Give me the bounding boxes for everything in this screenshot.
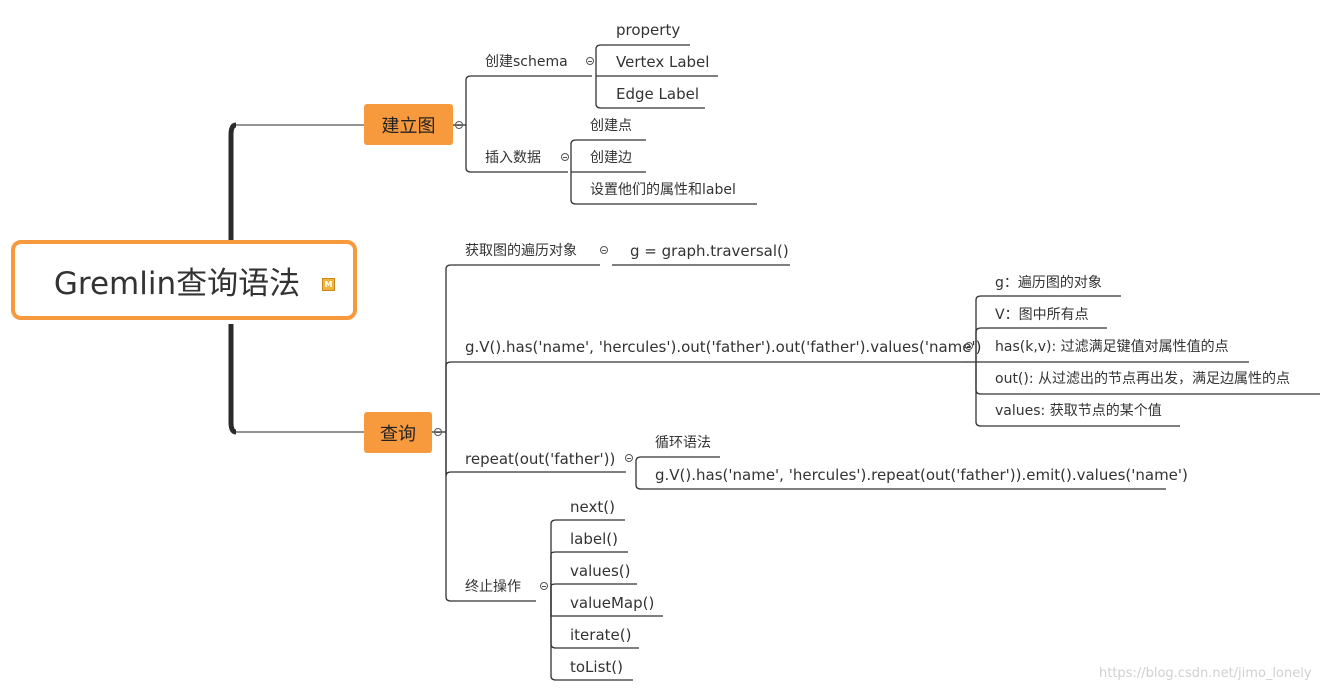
traversal-code[interactable]: g = graph.traversal() — [630, 242, 789, 260]
query-label: 查询 — [380, 423, 416, 445]
terminal-item-values[interactable]: values() — [570, 562, 631, 580]
watermark: https://blog.csdn.net/jimo_lonely — [1099, 666, 1312, 681]
example-query-collapse-icon[interactable] — [965, 342, 973, 350]
root-node[interactable]: Gremlin查询语法 M — [11, 240, 357, 320]
terminal-item-next[interactable]: next() — [570, 498, 615, 516]
terminal-item-iterate[interactable]: iterate() — [570, 626, 632, 644]
insert-item-create-vertex[interactable]: 创建点 — [590, 118, 632, 134]
terminal-ops-node[interactable]: 终止操作 — [465, 579, 521, 595]
example-item-has[interactable]: has(k,v): 过滤满足键值对属性值的点 — [995, 339, 1229, 355]
insert-data-collapse-icon[interactable] — [561, 153, 569, 161]
terminal-ops-collapse-icon[interactable] — [540, 582, 548, 590]
terminal-item-valuemap[interactable]: valueMap() — [570, 594, 655, 612]
insert-data-node[interactable]: 插入数据 — [485, 150, 541, 166]
query-node[interactable]: 查询 — [364, 412, 432, 453]
build-graph-node[interactable]: 建立图 — [364, 104, 453, 145]
example-query-node[interactable]: g.V().has('name', 'hercules').out('fathe… — [465, 338, 982, 356]
example-item-v[interactable]: V：图中所有点 — [995, 307, 1089, 323]
terminal-item-label[interactable]: label() — [570, 530, 618, 548]
query-collapse-icon[interactable] — [434, 428, 442, 436]
build-graph-label: 建立图 — [381, 115, 436, 137]
schema-item-vertex-label[interactable]: Vertex Label — [616, 53, 710, 71]
insert-item-create-edge[interactable]: 创建边 — [590, 150, 632, 166]
create-schema-node[interactable]: 创建schema — [485, 54, 568, 70]
get-traversal-collapse-icon[interactable] — [600, 246, 608, 254]
insert-item-set-properties[interactable]: 设置他们的属性和label — [590, 182, 736, 198]
schema-item-property[interactable]: property — [616, 21, 681, 39]
repeat-item-example[interactable]: g.V().has('name', 'hercules').repeat(out… — [655, 466, 1188, 484]
create-schema-collapse-icon[interactable] — [586, 57, 594, 65]
repeat-item-loop-syntax[interactable]: 循环语法 — [655, 435, 711, 451]
build-graph-collapse-icon[interactable] — [455, 121, 463, 129]
terminal-item-tolist[interactable]: toList() — [570, 658, 623, 676]
example-item-values[interactable]: values: 获取节点的某个值 — [995, 403, 1162, 419]
root-label: Gremlin查询语法 — [53, 265, 301, 302]
schema-item-edge-label[interactable]: Edge Label — [616, 85, 699, 103]
repeat-node[interactable]: repeat(out('father')) — [465, 450, 616, 468]
markdown-note-icon[interactable]: M — [322, 278, 335, 291]
get-traversal-node[interactable]: 获取图的遍历对象 — [465, 243, 577, 259]
repeat-collapse-icon[interactable] — [625, 454, 633, 462]
example-item-out[interactable]: out(): 从过滤出的节点再出发，满足边属性的点 — [995, 371, 1291, 387]
example-item-g[interactable]: g：遍历图的对象 — [995, 275, 1102, 291]
